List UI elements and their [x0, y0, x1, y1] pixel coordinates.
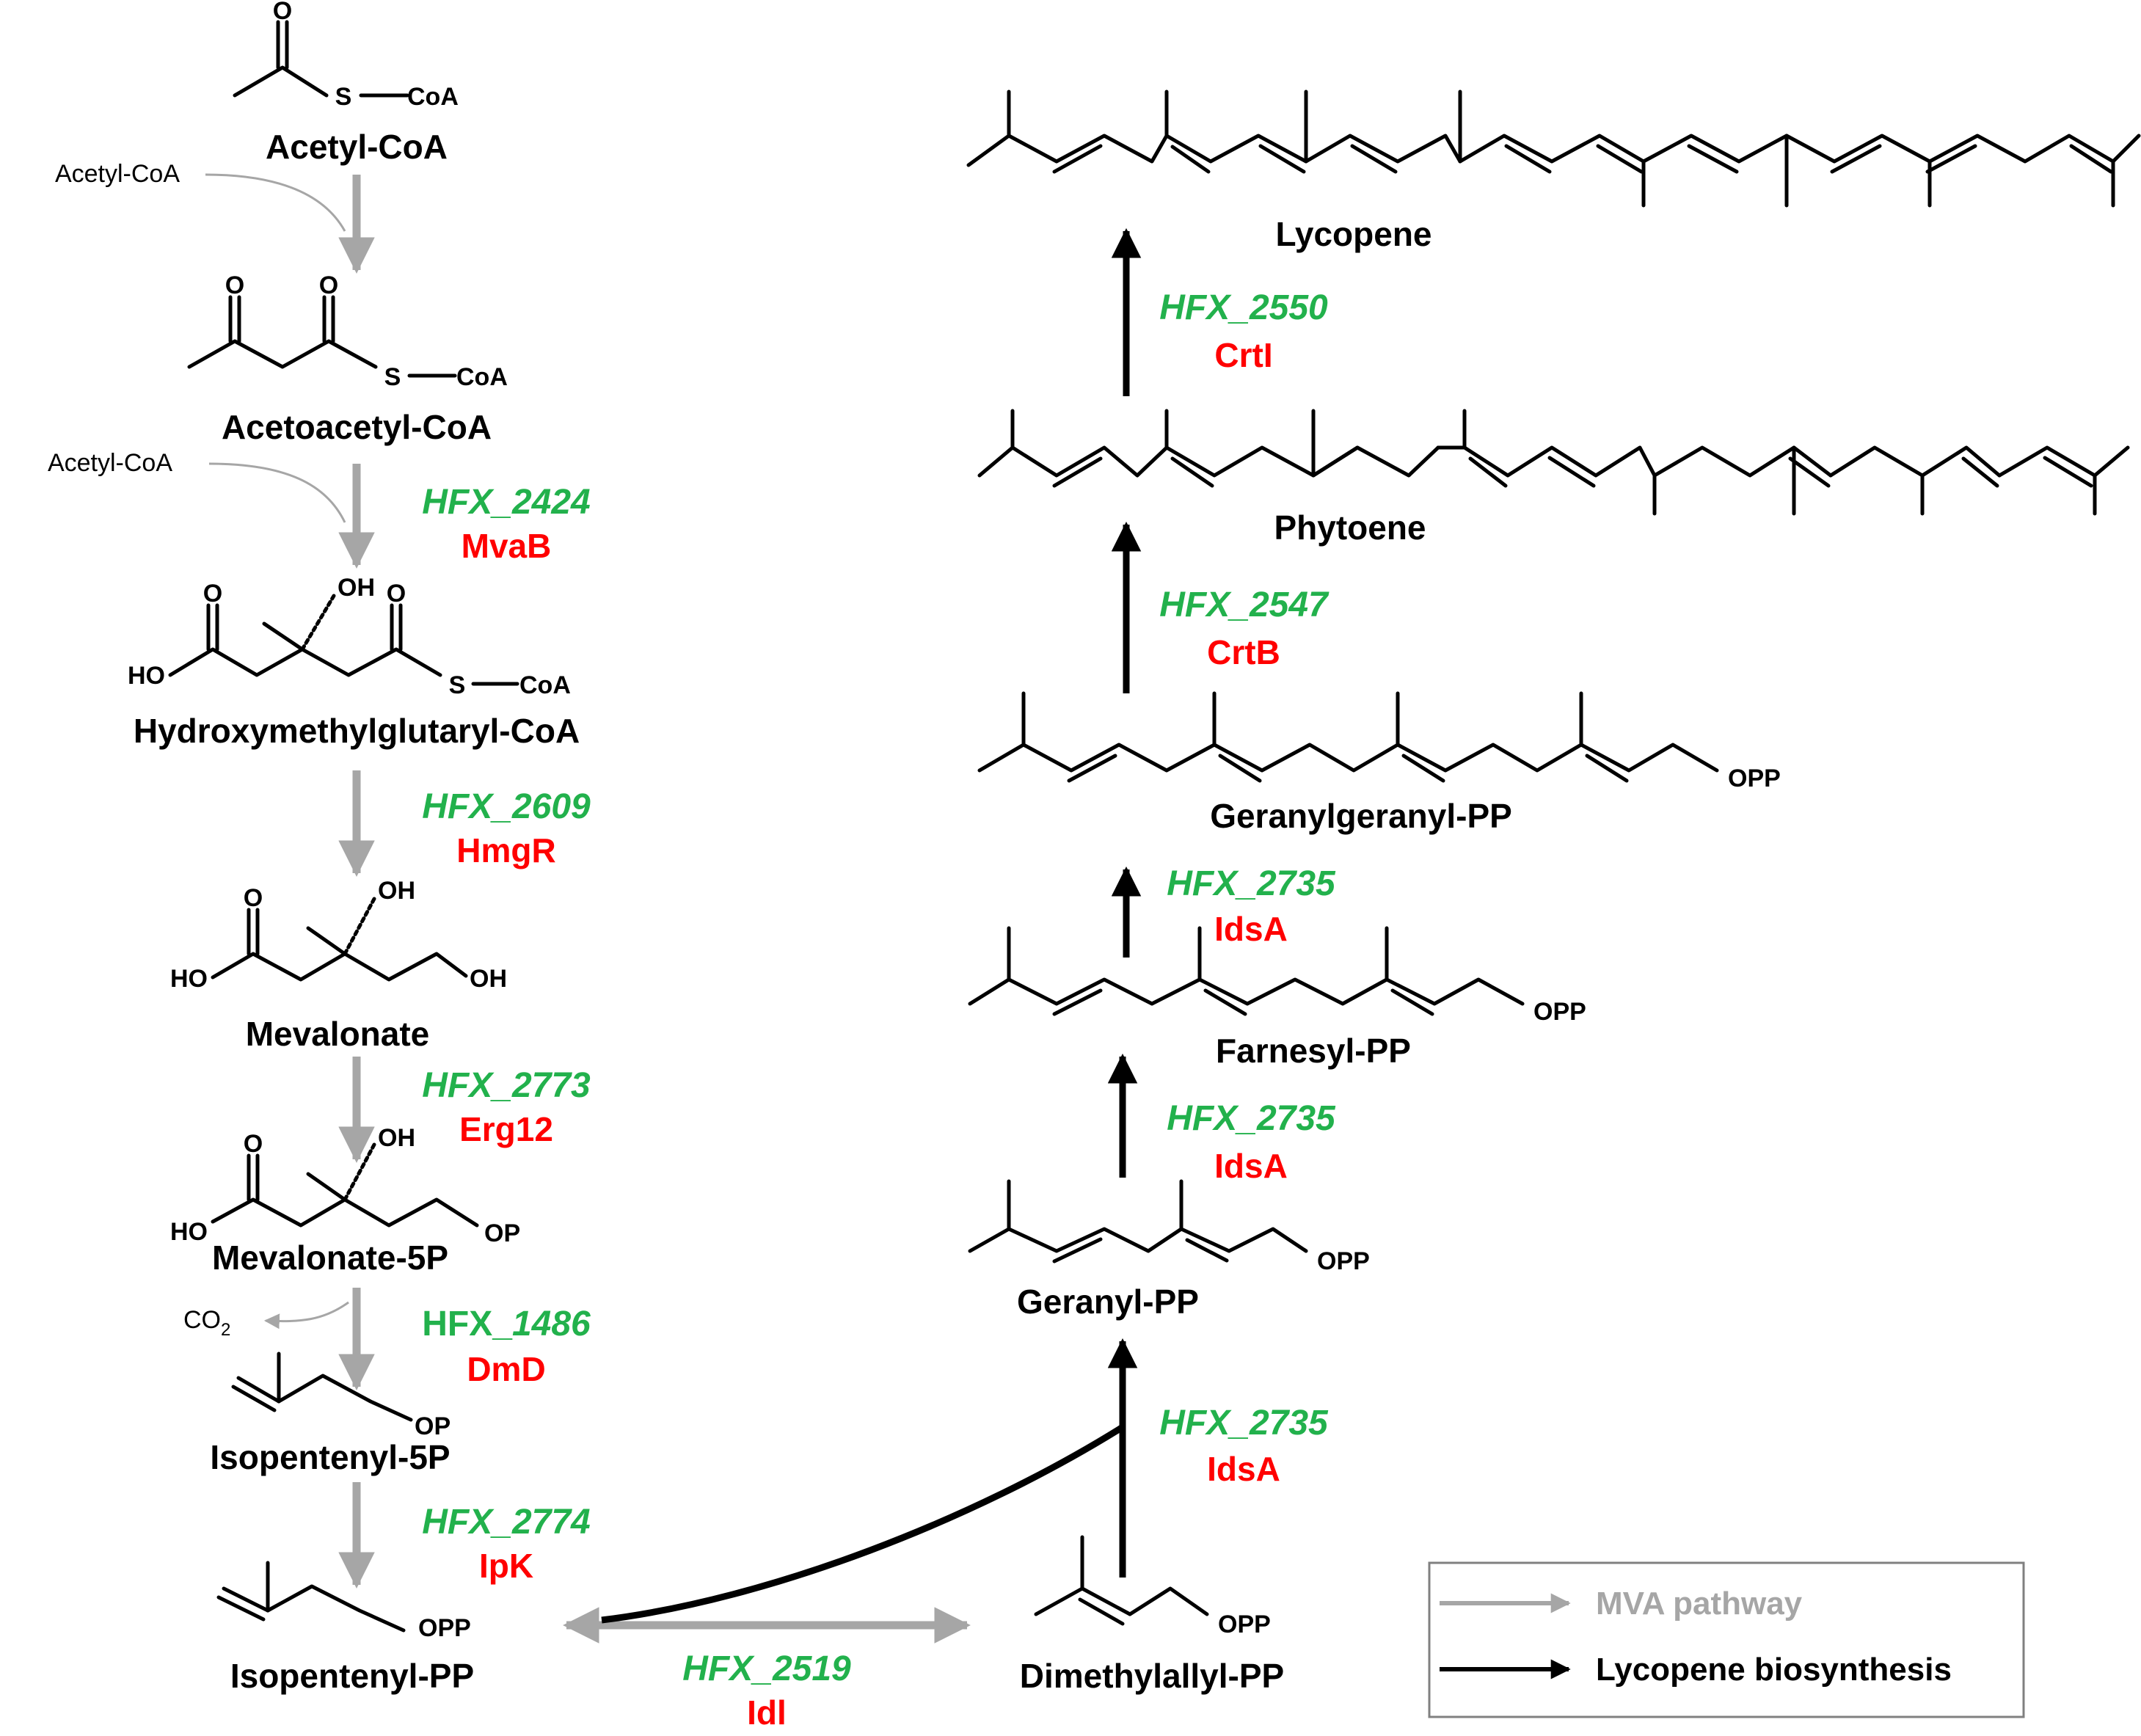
geranylgeranyl-pp-structure: OPP — [977, 691, 1781, 792]
atom-s: S — [335, 83, 352, 111]
atom-op: OP — [484, 1219, 520, 1247]
atom-ho: HO — [128, 662, 165, 690]
atom-s: S — [449, 671, 466, 699]
atom-oh: OH — [338, 574, 375, 602]
atom-o: O — [225, 271, 244, 299]
label-geranyl-pp: Geranyl-PP — [1017, 1283, 1199, 1321]
gene-idsa-fpp: HFX_2735 — [1167, 1099, 1336, 1138]
label-phytoene: Phytoene — [1274, 508, 1426, 547]
geranyl-pp-structure: OPP — [968, 1179, 1370, 1275]
gene-idsa-ggpp: HFX_2735 — [1167, 864, 1336, 903]
atom-oh: OH — [378, 877, 415, 905]
label-mevalonate: Mevalonate — [246, 1015, 430, 1053]
protein-idi: Idl — [747, 1693, 787, 1732]
lycopene-structure — [966, 90, 2141, 208]
isopentenyl-5p-structure: OP — [231, 1352, 451, 1440]
atom-coa: CoA — [519, 671, 571, 699]
arrow-co2-release — [263, 1301, 349, 1330]
atom-op: OP — [415, 1412, 451, 1440]
arrow-side-acetyl-1 — [205, 173, 346, 232]
protein-mvab: MvaB — [462, 527, 552, 565]
protein-idsa-fpp: IdsA — [1214, 1147, 1288, 1185]
protein-dmd: DmD — [467, 1350, 545, 1388]
label-farnesyl-pp: Farnesyl-PP — [1216, 1032, 1411, 1070]
dimethylallyl-pp-structure: OPP — [1034, 1535, 1271, 1638]
gene-erg12: HFX_2773 — [422, 1066, 591, 1105]
atom-coa: CoA — [456, 363, 508, 391]
atom-opp: OPP — [1533, 998, 1586, 1026]
protein-ipk: IpK — [479, 1547, 533, 1585]
protein-crti: CrtI — [1214, 336, 1272, 374]
gene-dmd: HFX_1486 — [422, 1305, 591, 1343]
atom-o: O — [203, 580, 222, 608]
isopentenyl-pp-structure: OPP — [216, 1561, 471, 1642]
atom-o: O — [244, 884, 263, 912]
atom-o: O — [244, 1130, 263, 1158]
gene-hmgr: HFX_2609 — [422, 787, 591, 826]
label-hmg-coa: Hydroxymethylglutaryl-CoA — [134, 712, 580, 750]
farnesyl-pp-structure: OPP — [968, 926, 1586, 1026]
gene-ipk: HFX_2774 — [422, 1503, 590, 1542]
label-lycopene: Lycopene — [1275, 215, 1431, 253]
acetoacetyl-coa-structure: O O S CoA — [187, 271, 508, 391]
legend-box — [1428, 1561, 2025, 1718]
legend: MVA pathway Lycopene biosynthesis — [1428, 1561, 2025, 1718]
atom-opp: OPP — [1728, 765, 1781, 792]
side-co2: CO2 — [183, 1306, 230, 1340]
side-acetyl-coa-2: Acetyl-CoA — [48, 449, 172, 477]
atom-o: O — [273, 0, 292, 25]
curve-ipp-condensation — [601, 1424, 1125, 1624]
legend-mva-label: MVA pathway — [1596, 1586, 1803, 1622]
protein-erg12: Erg12 — [459, 1110, 553, 1148]
atom-opp: OPP — [418, 1614, 471, 1642]
protein-crtb: CrtB — [1207, 633, 1280, 671]
gene-crti: HFX_2550 — [1159, 288, 1328, 327]
atom-opp: OPP — [1317, 1247, 1370, 1275]
gene-crtb: HFX_2547 — [1159, 586, 1330, 624]
gene-idi: HFX_2519 — [682, 1649, 851, 1688]
phytoene-structure — [977, 409, 2130, 516]
atom-oh: OH — [378, 1124, 415, 1152]
mevalonate-5p-structure: O OH HO OP — [170, 1124, 520, 1247]
atom-ho: HO — [170, 965, 208, 993]
atom-ho: HO — [170, 1218, 208, 1246]
protein-idsa-gpp: IdsA — [1207, 1450, 1280, 1488]
label-acetyl-coa: Acetyl-CoA — [266, 128, 448, 166]
hmg-coa-structure: O O OH HO S CoA — [128, 574, 571, 699]
atom-opp: OPP — [1218, 1611, 1271, 1638]
gene-idsa-gpp: HFX_2735 — [1159, 1404, 1329, 1443]
arrow-side-acetyl-2 — [208, 462, 346, 523]
atom-o: O — [387, 580, 406, 608]
label-isopentenyl-5p: Isopentenyl-5P — [210, 1438, 450, 1476]
atom-coa: CoA — [407, 83, 459, 111]
side-acetyl-coa-1: Acetyl-CoA — [55, 160, 180, 188]
atom-oh: OH — [470, 965, 507, 993]
label-mevalonate-5p: Mevalonate-5P — [212, 1239, 448, 1277]
label-acetoacetyl-coa: Acetoacetyl-CoA — [222, 408, 492, 446]
legend-lycopene-label: Lycopene biosynthesis — [1596, 1652, 1952, 1688]
gene-mvab: HFX_2424 — [422, 483, 590, 522]
label-geranylgeranyl-pp: Geranylgeranyl-PP — [1210, 797, 1512, 835]
protein-hmgr: HmgR — [456, 831, 555, 869]
label-dimethylallyl-pp: Dimethylallyl-PP — [1020, 1657, 1284, 1695]
atom-o: O — [319, 271, 338, 299]
atom-s: S — [384, 363, 401, 391]
protein-idsa-ggpp: IdsA — [1214, 910, 1288, 948]
label-isopentenyl-pp: Isopentenyl-PP — [230, 1657, 474, 1695]
mevalonate-structure: O OH HO OH — [170, 877, 507, 993]
acetyl-coa-structure: O S CoA — [233, 0, 459, 111]
